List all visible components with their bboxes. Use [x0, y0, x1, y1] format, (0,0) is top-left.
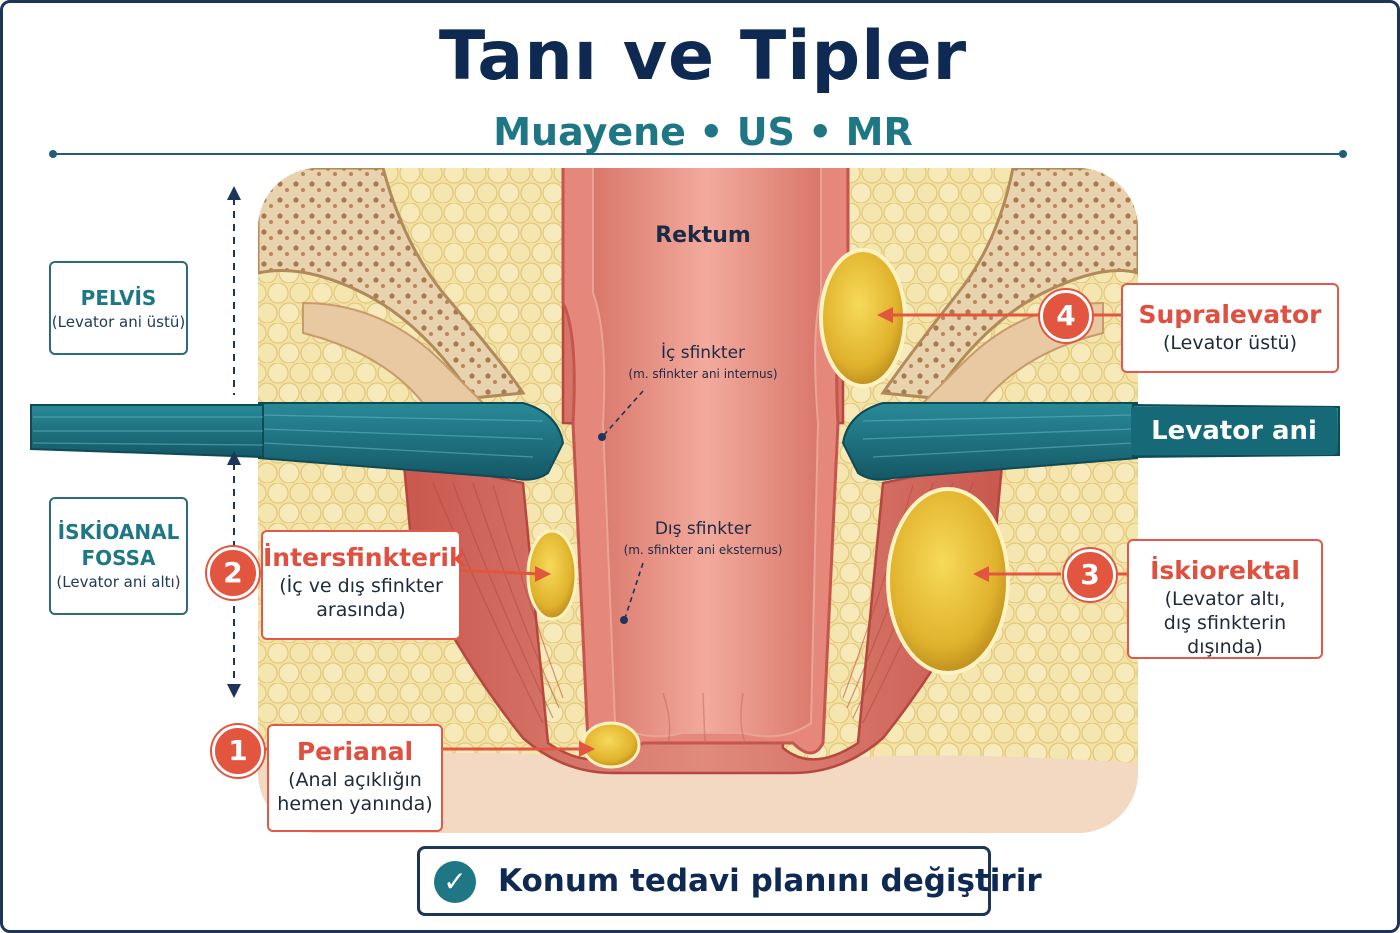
- pelvic-wall-left: [302, 301, 486, 404]
- abscess-ischiorectal-desc-1: (Levator altı,: [1164, 588, 1286, 610]
- badge-4: 4: [1040, 290, 1092, 342]
- levator-fibers-ext: [32, 416, 264, 446]
- levator-fibers: [262, 414, 1134, 458]
- header-divider: [49, 150, 1347, 158]
- abscess-box-intersphincteric: İntersfinkterik (İç ve dış sfinkter aras…: [261, 530, 466, 640]
- pelvic-bone-right: [880, 168, 1138, 400]
- abscess-intersphincteric-desc-2: arasında): [316, 599, 406, 621]
- abscess-perianal: [581, 721, 641, 769]
- abscess-intersphincteric-name: İntersfinkterik: [263, 543, 466, 572]
- skin: [258, 753, 1138, 833]
- abscess-ischiorectal: [886, 487, 1010, 675]
- zone-ischioanal-title-1: İSKİOANAL: [57, 520, 180, 544]
- label-rectum: Rektum: [655, 223, 751, 248]
- sphincter-pointers: [602, 390, 644, 619]
- page-title: Tanı ve Tipler: [438, 17, 968, 96]
- external-sphincter-dot: [620, 616, 628, 624]
- zone-ischioanal-sub: (Levator ani altı): [56, 573, 181, 591]
- abscess-arrowheads: [535, 307, 989, 757]
- label-internal-sphincter-latin: (m. sfinkter ani internus): [628, 367, 778, 381]
- abscess-intersphincteric-desc-1: (İç ve dış sfinkter: [279, 575, 443, 597]
- zone-ischioanal-title-2: FOSSA: [81, 546, 156, 570]
- zone-pelvis-title: PELVİS: [80, 286, 157, 310]
- abscess-supralevator: [819, 248, 907, 388]
- abscess-box-ischiorectal: İskiorektal (Levator altı, dış sfinkteri…: [1127, 539, 1323, 659]
- internal-sphincter-dot: [598, 433, 606, 441]
- badge-3: 3: [1064, 549, 1116, 601]
- label-internal-sphincter: İç sfinkter: [660, 343, 746, 363]
- badge-1: 1: [212, 725, 264, 777]
- zone-pelvis-sub: (Levator ani üstü): [51, 313, 186, 331]
- zone-arrowheads: [227, 186, 241, 698]
- abscess-perianal-desc-1: (Anal açıklığın: [288, 769, 422, 791]
- label-external-sphincter: Dış sfinkter: [654, 519, 752, 539]
- pelvic-bone-left: [258, 168, 526, 400]
- abscess-perianal-desc-2: hemen yanında): [277, 793, 433, 815]
- label-levator-ani: Levator ani: [1131, 407, 1337, 455]
- footer-text: Konum tedavi planını değiştirir: [498, 863, 1042, 899]
- levator-ani-right: [841, 402, 1138, 481]
- abscess-supralevator-desc-1: (Levator üstü): [1162, 332, 1297, 354]
- footer-note: ✓ Konum tedavi planını değiştirir: [417, 846, 1042, 916]
- levator-ani-left: [258, 402, 565, 481]
- rectal-lumen: [592, 168, 822, 738]
- abscess-box-perianal: Perianal (Anal açıklığın hemen yanında): [267, 724, 443, 832]
- abscess-intersphincteric: [526, 529, 578, 621]
- abscess-box-supralevator: Supralevator (Levator üstü): [1121, 283, 1339, 373]
- abscess-perianal-name: Perianal: [296, 737, 414, 766]
- badge-2: 2: [207, 547, 259, 599]
- zone-ischioanal-box: İSKİOANAL FOSSA (Levator ani altı): [49, 497, 188, 615]
- zone-pelvis-box: PELVİS (Levator ani üstü): [49, 261, 188, 355]
- abscess-ischiorectal-desc-2: dış sfinkterin dışında): [1163, 612, 1287, 658]
- abscess-ischiorectal-name: İskiorektal: [1150, 556, 1300, 585]
- label-external-sphincter-latin: (m. sfinkter ani eksternus): [623, 543, 783, 557]
- abscess-supralevator-name: Supralevator: [1138, 300, 1322, 329]
- check-circle-icon: ✓: [434, 861, 476, 903]
- page-subtitle: Muayene • US • MR: [493, 110, 913, 154]
- mucosal-folds: [662, 692, 746, 744]
